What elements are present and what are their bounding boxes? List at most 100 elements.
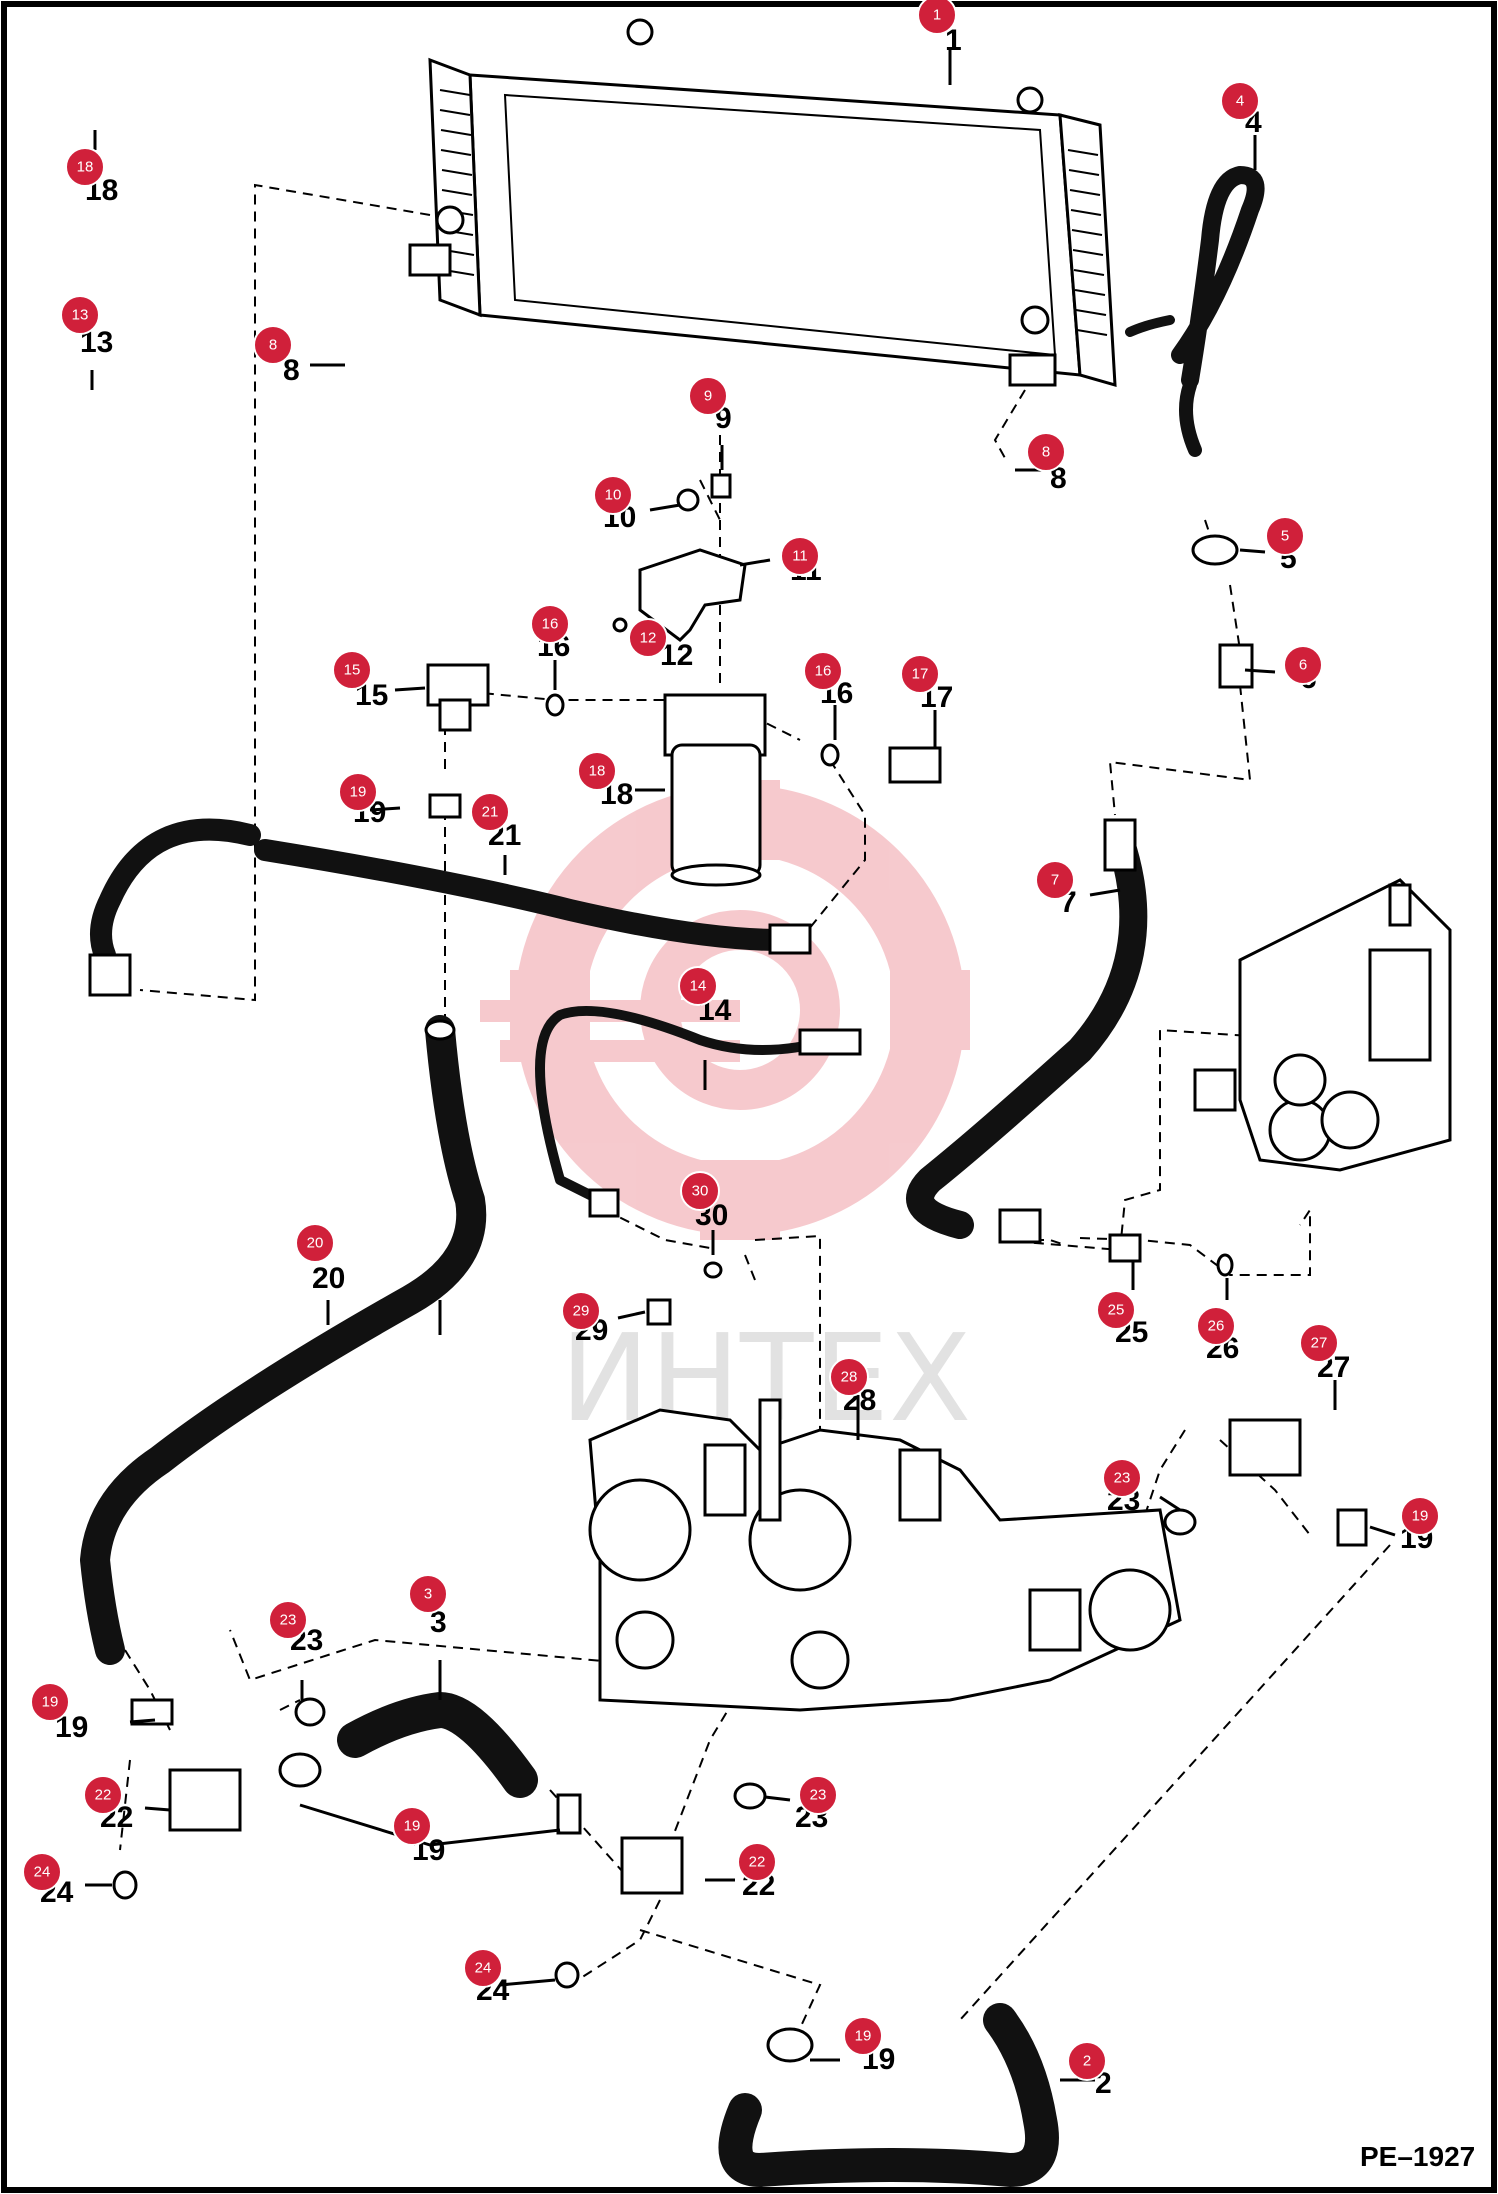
callout-badge-c9[interactable] [688,376,728,416]
callout-c8b: 88 [1026,432,1067,495]
callout-badge-c6[interactable] [1283,645,1323,685]
callout-badge-c14[interactable] [678,966,718,1006]
callout-badge-number-c1: 1 [933,7,941,24]
callout-badge-number-c8a: 8 [269,337,277,354]
callout-badge-number-c21: 21 [482,804,499,821]
callout-badge-c16b[interactable] [803,651,843,691]
callout-badge-c11[interactable] [780,536,820,576]
callout-badge-number-c4: 4 [1236,93,1244,110]
callout-badge-number-c18b: 18 [589,763,606,780]
callout-badge-number-c8b: 8 [1042,444,1050,461]
callout-badge-number-c26: 26 [1208,1318,1225,1335]
callout-badge-c19c[interactable] [392,1806,432,1846]
control-valve [1193,878,1452,1172]
callout-badge-c8b[interactable] [1026,432,1066,472]
callout-badge-number-c19c: 19 [404,1818,421,1835]
callout-badge-c21[interactable] [470,792,510,832]
callout-badge-c29[interactable] [561,1291,601,1331]
callout-badge-c27[interactable] [1299,1323,1339,1363]
part-label-c8a: 8 [283,354,300,387]
callout-badge-c4[interactable] [1220,81,1260,121]
callout-badge-c18a[interactable] [65,147,105,187]
callout-c1: 11 [917,0,962,57]
callout-badge-c19b[interactable] [30,1682,70,1722]
callout-badge-c24b[interactable] [463,1948,503,1988]
part-label-c20: 20 [312,1262,345,1295]
callout-badge-number-c23b: 23 [1114,1470,1131,1487]
callout-c2: 22 [1067,2041,1112,2100]
callout-badge-c5[interactable] [1265,516,1305,556]
callout-badge-c19e[interactable] [843,2016,883,2056]
callout-badge-c30[interactable] [680,1171,720,1211]
callout-badge-number-c7: 7 [1051,872,1059,889]
callout-badge-c26[interactable] [1196,1306,1236,1346]
callout-badge-number-c24b: 24 [475,1960,492,1977]
oil-cooler [408,18,1117,388]
callout-c3: 33 [408,1574,448,1639]
callout-badge-number-c9: 9 [704,388,712,405]
callout-c9: 99 [688,376,732,435]
callout-badge-c17[interactable] [900,654,940,694]
callout-c7: 77 [1035,860,1077,919]
diagram-code: PE–1927 [1360,2141,1475,2172]
callout-badge-c25[interactable] [1096,1290,1136,1330]
callout-badge-c22b[interactable] [737,1842,777,1882]
callout-badge-number-c12: 12 [640,630,657,647]
callout-c6: 66 [1283,645,1323,695]
callout-badge-c22a[interactable] [83,1775,123,1815]
callout-layer: 1122334455667788889910101111121213131414… [22,0,1440,2100]
callout-badge-c19d[interactable] [1400,1496,1440,1536]
callout-badge-c2[interactable] [1067,2041,1107,2081]
callout-badge-c15[interactable] [332,650,372,690]
callout-badge-c16a[interactable] [530,604,570,644]
callout-c11: 1111 [780,536,822,587]
callout-badge-c8a[interactable] [253,325,293,365]
callout-badge-c23c[interactable] [798,1775,838,1815]
callout-badge-c23b[interactable] [1102,1458,1142,1498]
callout-badge-number-c16b: 16 [815,663,832,680]
leader-lines [85,50,1396,2082]
hydraulic-pump [588,1398,1182,1712]
callout-badge-c7[interactable] [1035,860,1075,900]
callout-badge-c23a[interactable] [268,1600,308,1640]
callout-badge-c1[interactable] [917,0,957,35]
filter-bracket [612,473,747,642]
part-fitting-27 [1228,1418,1302,1477]
callout-badge-c12[interactable] [628,618,668,658]
callout-badge-number-c10: 10 [605,487,622,504]
callout-badge-c28[interactable] [829,1357,869,1397]
callout-badge-number-c6: 6 [1299,657,1307,674]
callout-badge-c24a[interactable] [22,1852,62,1892]
callout-badge-number-c25: 25 [1108,1302,1125,1319]
callout-badge-c10[interactable] [593,475,633,515]
callout-badge-c18b[interactable] [577,751,617,791]
callout-badge-c20[interactable] [295,1223,335,1263]
callout-badge-c3[interactable] [408,1574,448,1614]
callout-badge-c19a[interactable] [338,772,378,812]
callout-badge-c13[interactable] [60,295,100,335]
callout-badge-number-c19b: 19 [42,1694,59,1711]
part-label-c1: 1 [945,24,962,57]
